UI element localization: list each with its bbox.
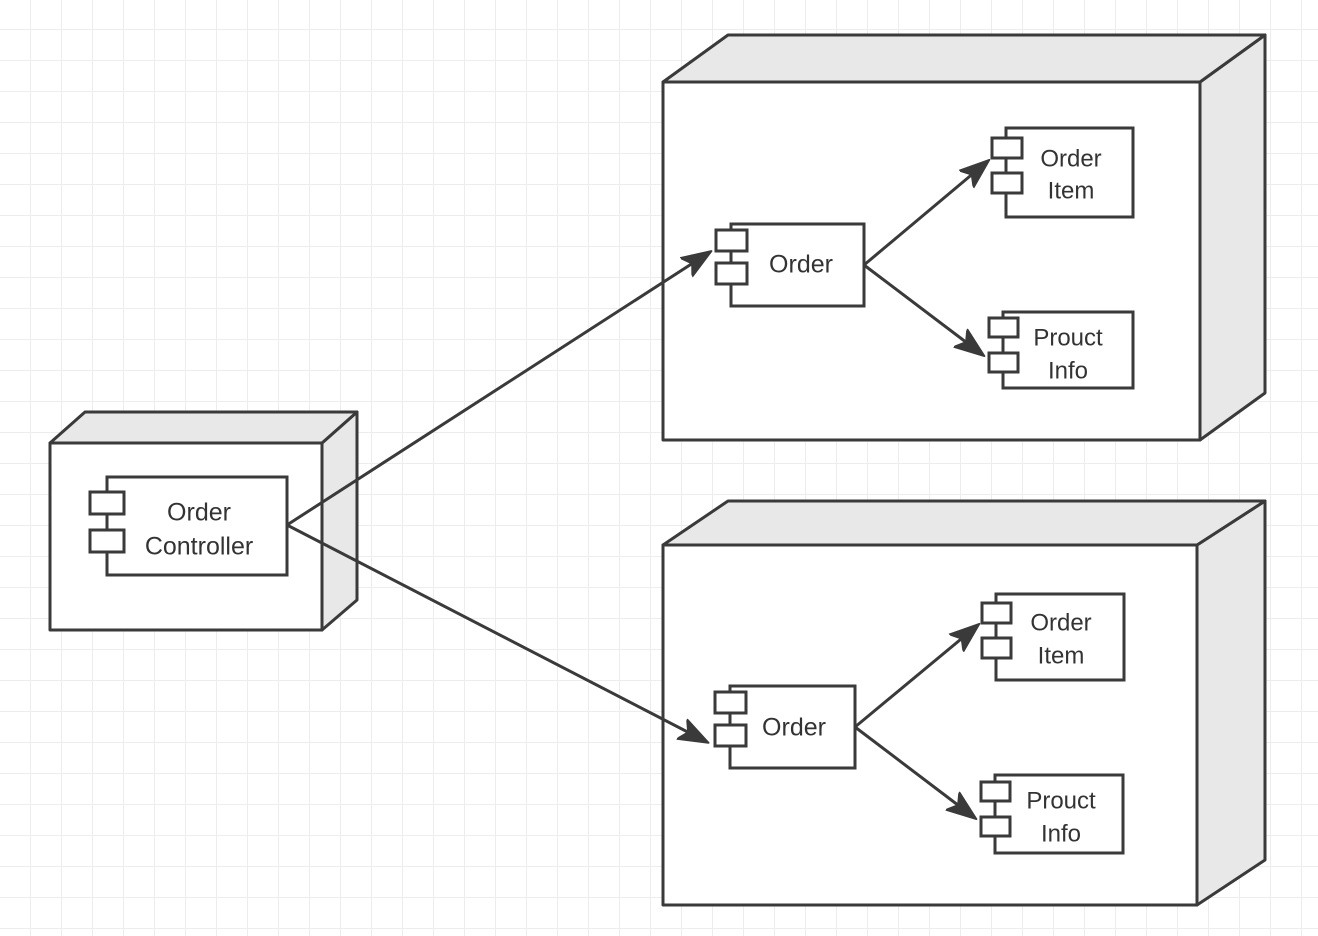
- component-label: Order: [769, 251, 833, 279]
- component-label-line-2: Item: [1048, 177, 1095, 204]
- bottom-node-container[interactable]: [661, 499, 1267, 907]
- container-top-face: [48, 410, 359, 445]
- uml-component-icon: [979, 780, 1012, 838]
- component-order-top[interactable]: Order: [714, 222, 866, 308]
- conn-order-to-prouct-info-top[interactable]: [863, 263, 983, 355]
- container-top-face: [661, 33, 1267, 84]
- container-top-face: [661, 499, 1267, 547]
- uml-component-icon: [990, 136, 1024, 195]
- component-body: [994, 592, 1126, 682]
- container-right-face: [1195, 499, 1267, 907]
- conn-order-to-prouct-info-bottom[interactable]: [854, 725, 975, 818]
- component-label-line-1: Prouct: [1026, 787, 1096, 814]
- uml-component-icon: [714, 228, 749, 286]
- component-order-item-top[interactable]: Order Item: [990, 126, 1135, 219]
- uml-component-icon: [980, 601, 1013, 660]
- component-body: [1004, 126, 1135, 219]
- component-order-item-bottom[interactable]: Order Item: [980, 592, 1126, 682]
- component-label: Order: [762, 714, 826, 742]
- conn-controller-to-order-bottom[interactable]: [286, 523, 707, 742]
- uml-component-icon: [88, 490, 126, 554]
- conn-order-to-order-item-bottom[interactable]: [854, 625, 978, 729]
- conn-controller-to-order-top[interactable]: [286, 252, 710, 527]
- component-label-line-1: Order: [1030, 609, 1091, 636]
- component-body: [105, 475, 289, 577]
- component-prouct-info-top[interactable]: Prouct Info: [987, 310, 1135, 390]
- component-label-line-1: Prouct: [1033, 324, 1103, 351]
- component-order-bottom[interactable]: Order: [713, 684, 857, 770]
- component-label-line-2: Controller: [145, 533, 253, 561]
- component-label-line-1: Order: [1040, 145, 1101, 172]
- container-right-face: [1198, 33, 1267, 442]
- component-label-line-2: Info: [1048, 357, 1088, 384]
- component-label-line-2: Info: [1041, 820, 1081, 847]
- connections-layer: [286, 161, 988, 818]
- component-body: [1001, 310, 1135, 390]
- uml-component-icon: [987, 316, 1020, 374]
- uml-component-icon: [713, 690, 748, 748]
- component-label-line-2: Item: [1038, 642, 1085, 669]
- conn-order-to-order-item-top[interactable]: [863, 161, 988, 267]
- component-prouct-info-bottom[interactable]: Prouct Info: [979, 773, 1125, 855]
- container-right-face: [320, 410, 359, 632]
- component-label-line-1: Order: [167, 499, 231, 527]
- component-order-controller[interactable]: Order Controller: [88, 475, 289, 577]
